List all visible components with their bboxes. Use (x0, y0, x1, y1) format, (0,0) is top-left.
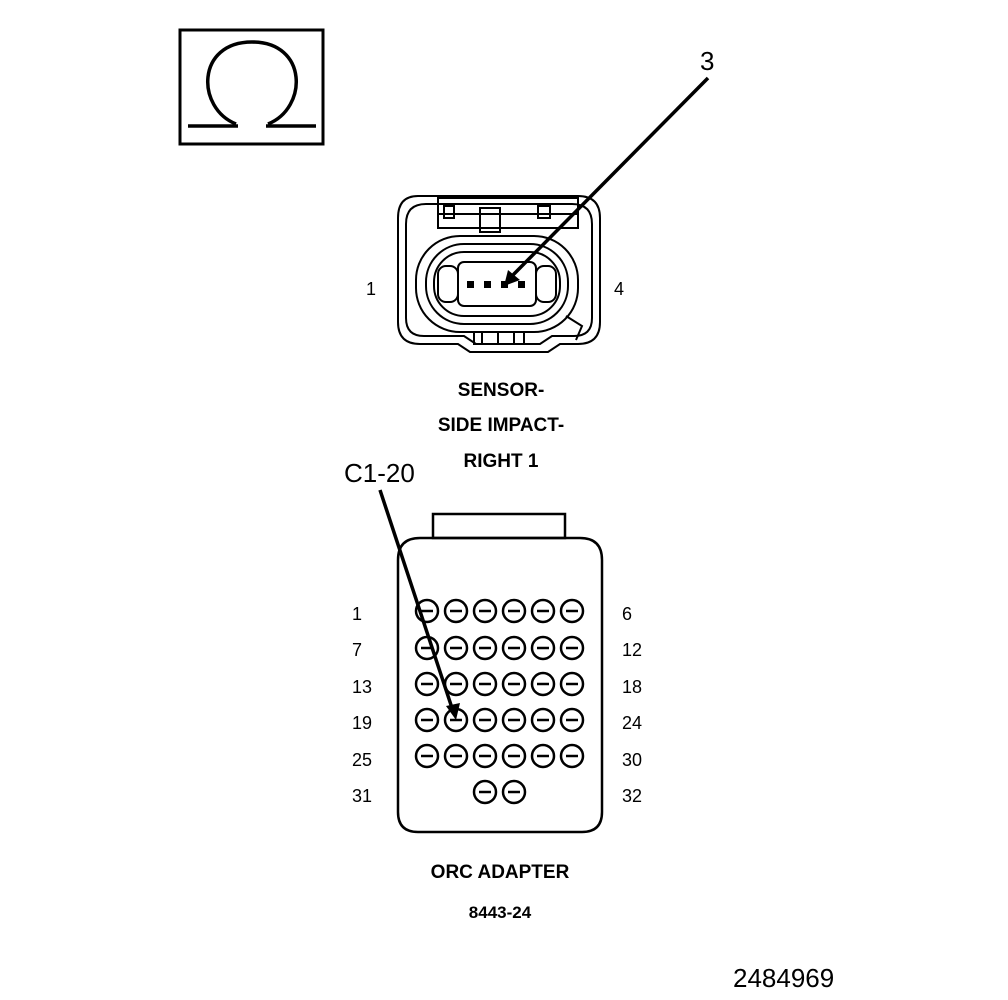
cavity-31 (472, 779, 498, 805)
sensor-title-line3: RIGHT 1 (464, 451, 539, 472)
sensor-title-line2: SIDE IMPACT- (438, 415, 564, 436)
sensor-pin-4 (518, 281, 525, 288)
callout-arrow-3 (504, 76, 710, 286)
ohm-icon (188, 40, 316, 128)
adapter-title-line2: 8443-24 (469, 903, 532, 922)
cavity-6 (559, 598, 585, 624)
cavity-11 (530, 635, 556, 661)
cavity-15 (472, 671, 498, 697)
cavity-13 (414, 671, 440, 697)
row-label-left: 7 (352, 640, 362, 660)
adapter-row-labels-left: 1 7 13 19 25 31 (352, 604, 372, 806)
row-label-left: 13 (352, 677, 372, 697)
ohm-symbol (178, 28, 325, 146)
row-label-right: 24 (622, 713, 642, 733)
cavity-19 (414, 707, 440, 733)
cavity-30 (559, 743, 585, 769)
row-label-right: 6 (622, 604, 632, 624)
row-label-left: 1 (352, 604, 362, 624)
row-label-left: 25 (352, 750, 372, 770)
cavity-21 (472, 707, 498, 733)
cavity-17 (530, 671, 556, 697)
row-label-right: 12 (622, 640, 642, 660)
sensor-pin-label-right: 4 (614, 279, 624, 299)
cavity-12 (559, 635, 585, 661)
row-label-right: 30 (622, 750, 642, 770)
cavity-29 (530, 743, 556, 769)
adapter-cavities (414, 598, 585, 805)
cavity-25 (414, 743, 440, 769)
cavity-18 (559, 671, 585, 697)
cavity-23 (530, 707, 556, 733)
orc-adapter-connector (396, 512, 604, 834)
cavity-5 (530, 598, 556, 624)
cavity-4 (501, 598, 527, 624)
cavity-10 (501, 635, 527, 661)
adapter-row-labels-right: 6 12 18 24 30 32 (622, 604, 642, 806)
adapter-title-line1: ORC ADAPTER (431, 862, 570, 883)
row-label-left: 19 (352, 713, 372, 733)
cavity-26 (443, 743, 469, 769)
cavity-24 (559, 707, 585, 733)
sensor-pins (467, 281, 525, 288)
sensor-pin-1 (467, 281, 474, 288)
sensor-connector (397, 195, 601, 353)
callout-label-3: 3 (700, 46, 714, 76)
cavity-32 (501, 779, 527, 805)
sensor-pin-2 (484, 281, 491, 288)
callout-arrow-c1-20 (378, 489, 460, 720)
cavity-27 (472, 743, 498, 769)
row-label-right: 32 (622, 786, 642, 806)
cavity-3 (472, 598, 498, 624)
cavity-9 (472, 635, 498, 661)
cavity-8 (443, 635, 469, 661)
sensor-pin-label-left: 1 (366, 279, 376, 299)
cavity-28 (501, 743, 527, 769)
row-label-right: 18 (622, 677, 642, 697)
row-label-left: 31 (352, 786, 372, 806)
cavity-16 (501, 671, 527, 697)
figure-id: 2484969 (733, 963, 834, 993)
cavity-2 (443, 598, 469, 624)
sensor-title-line1: SENSOR- (458, 380, 545, 401)
cavity-22 (501, 707, 527, 733)
callout-label-c1-20: C1-20 (344, 458, 415, 488)
cavity-1 (414, 598, 440, 624)
